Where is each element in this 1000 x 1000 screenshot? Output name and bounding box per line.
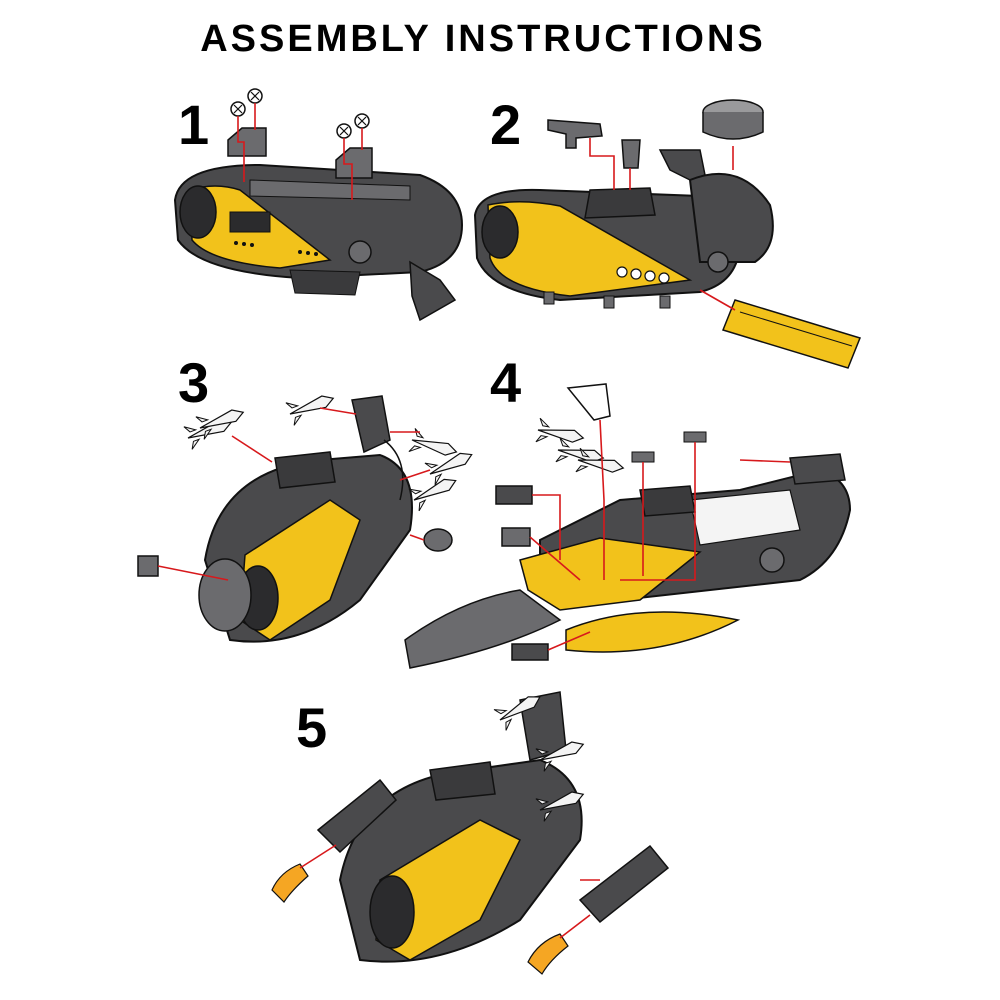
step-4-lower-fin — [565, 611, 741, 653]
step-5-illustration — [271, 686, 670, 975]
step-4-side-panel — [404, 589, 562, 669]
step-5-submarine-hull — [338, 686, 588, 963]
step-1-parts-right — [335, 113, 373, 179]
step-2-leader-lines — [589, 138, 736, 311]
step-2-mast-part — [621, 139, 641, 169]
step-5-left-cannon — [271, 778, 398, 903]
step-3-illustration — [137, 386, 478, 643]
step-4-submarine-body — [519, 468, 852, 611]
step-2-propeller-cap — [702, 99, 764, 140]
step-5-right-cannon — [527, 844, 670, 975]
step-4-upper-parts — [495, 383, 846, 661]
step-1-leader-lines — [237, 103, 363, 200]
step-1-parts-left — [227, 88, 267, 157]
step-2-gun-part — [547, 119, 603, 149]
step-5-leader-lines — [299, 844, 600, 939]
step-3-number: 3 — [178, 351, 210, 414]
step-3-submarine-hull — [198, 395, 413, 643]
step-1-submarine-hull — [173, 163, 464, 322]
step-4-number: 4 — [490, 351, 522, 414]
step-2-submarine-hull — [473, 149, 774, 309]
step-4-leader-lines — [529, 419, 791, 651]
step-1-number: 1 — [178, 93, 210, 156]
step-1-illustration — [173, 88, 464, 322]
step-4-illustration — [404, 383, 852, 669]
step-2-ramp-part — [722, 299, 861, 369]
step-5-number: 5 — [296, 696, 328, 759]
step-3-leader-lines — [157, 407, 431, 581]
step-2-illustration — [473, 99, 861, 369]
step-2-number: 2 — [490, 93, 522, 156]
page-title: ASSEMBLY INSTRUCTIONS — [200, 18, 766, 60]
